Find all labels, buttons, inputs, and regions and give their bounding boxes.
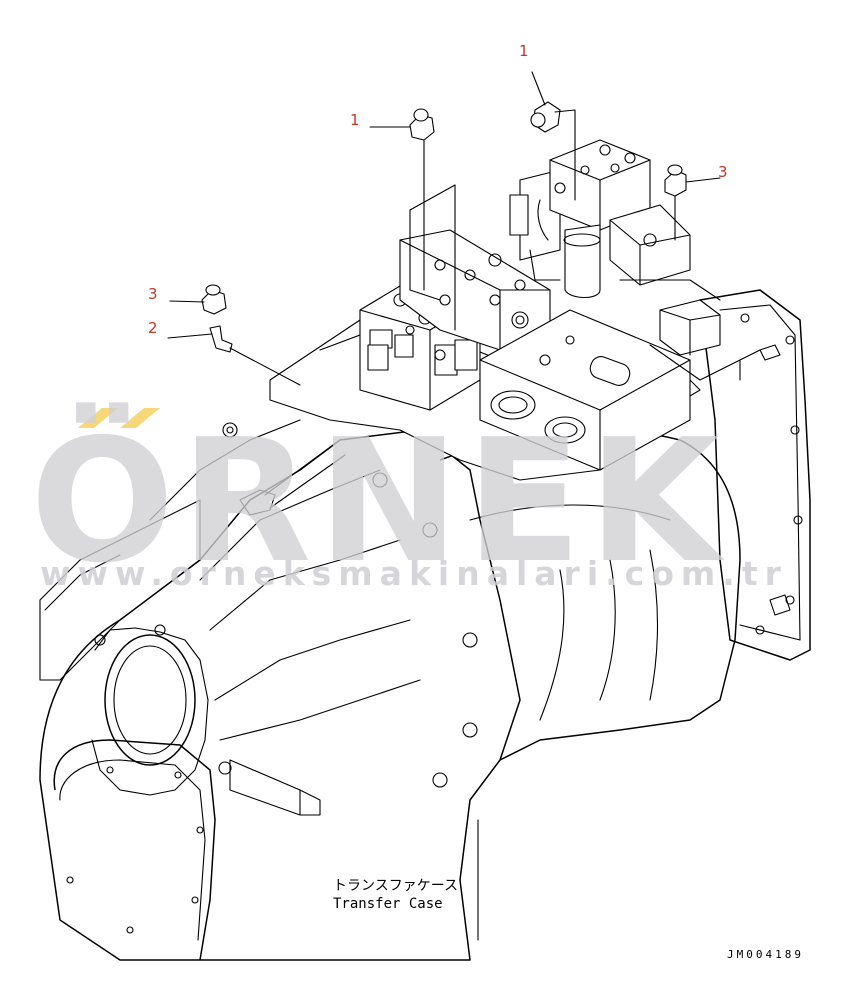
watermark-brand: ÖRNEK <box>30 402 726 601</box>
caption-english: Transfer Case <box>333 896 443 912</box>
watermark: ÖRNEK www.orneksmakinalari.com.tr <box>30 402 788 601</box>
callout-3-left: 3 <box>148 285 158 303</box>
watermark-url: www.orneksmakinalari.com.tr <box>40 554 788 593</box>
callout-1-left: 1 <box>350 111 360 129</box>
part-2-elbow-fitting <box>167 325 301 386</box>
caption-japanese: トランスファケース <box>333 878 458 894</box>
part-1-sensor-right <box>530 71 576 201</box>
callout-1-right: 1 <box>519 42 529 60</box>
part-3-sensor-right <box>664 164 721 241</box>
transfer-case-housing <box>39 289 811 961</box>
watermark-accent-right <box>120 408 160 428</box>
callout-3-right: 3 <box>718 163 728 181</box>
control-valve-assembly <box>269 139 761 481</box>
watermark-accent-left <box>78 408 118 428</box>
leader-lines <box>409 184 479 941</box>
callout-2: 2 <box>148 319 158 337</box>
part-1-sensor-left <box>369 108 435 291</box>
part-3-sensor-left <box>169 284 227 315</box>
drawing-code: JM004189 <box>727 948 804 961</box>
